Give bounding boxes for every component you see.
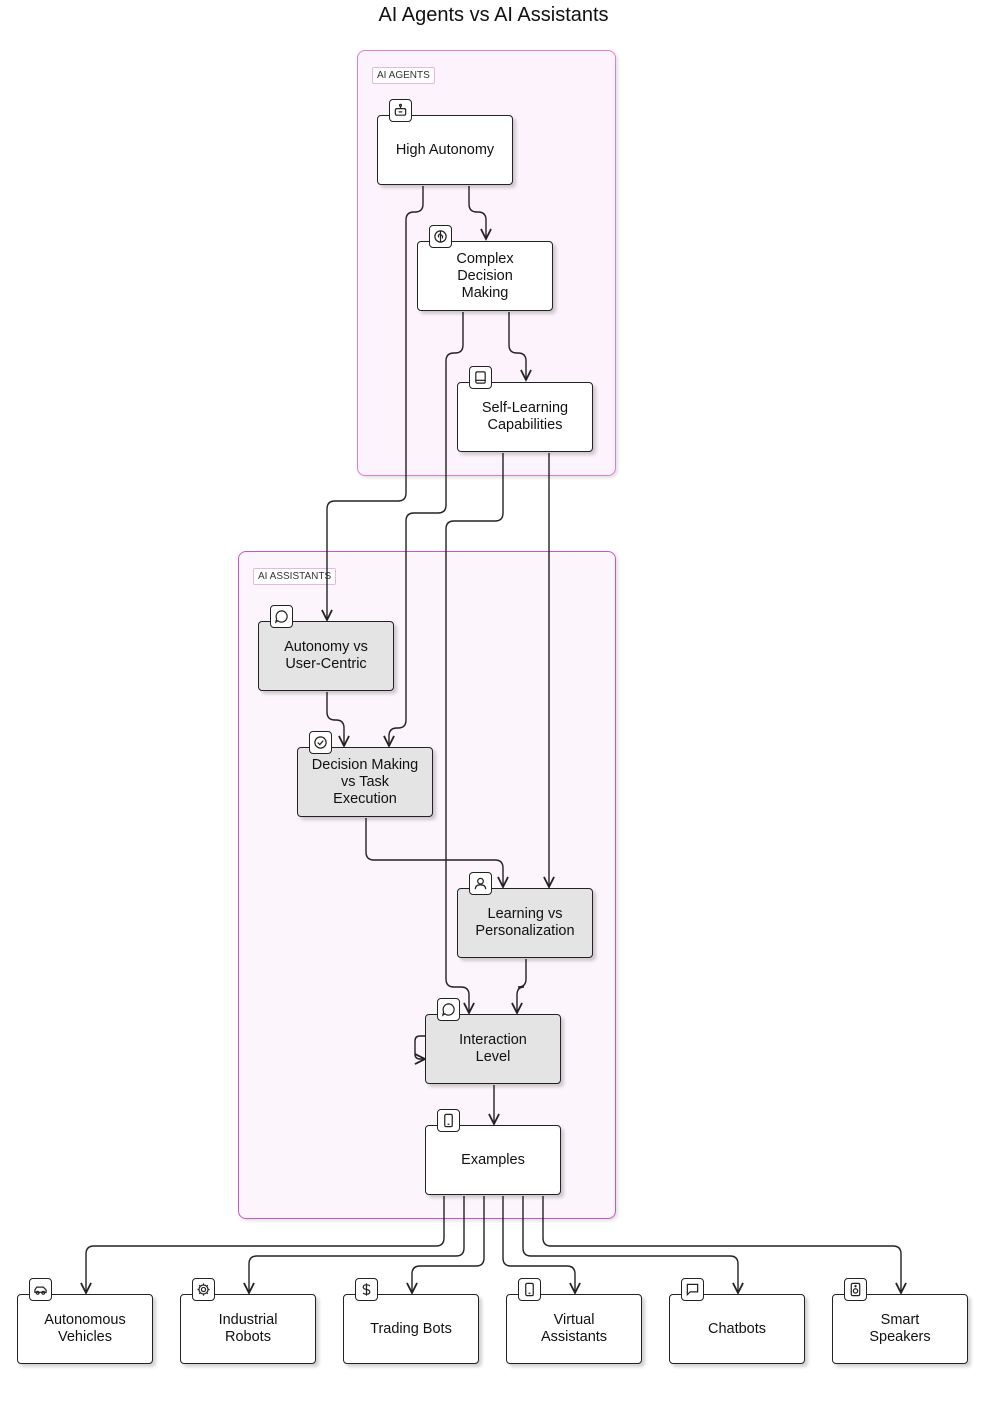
node-label: High Autonomy — [395, 141, 495, 158]
robot-icon — [389, 99, 412, 122]
node-complex-decision-making: Complex Decision Making — [417, 241, 553, 311]
edge-interaction-level-self-loop — [414, 1035, 425, 1059]
node-label: Trading Bots — [370, 1320, 452, 1337]
node-learning-vs-personalization: Learning vs Personalization — [457, 888, 593, 958]
node-autonomous-vehicles: Autonomous Vehicles — [17, 1294, 153, 1364]
chat-bubble-icon — [270, 605, 293, 628]
edge-examples-to-chatbots — [522, 1196, 738, 1293]
node-virtual-assistants: Virtual Assistants — [506, 1294, 642, 1364]
edge-examples-to-virtual-assistants — [502, 1196, 575, 1293]
edge-examples-to-smart-speakers — [542, 1196, 901, 1293]
edge-learning-vs-personal-to-interaction-level — [517, 959, 527, 1013]
edge-examples-to-trading-bots — [412, 1196, 485, 1293]
edge-decision-vs-task-to-learning-vs-personal — [365, 818, 503, 887]
phone-icon — [518, 1278, 541, 1301]
node-label: Examples — [461, 1151, 525, 1168]
edge-complex-decision-to-self-learning — [508, 312, 526, 380]
edge-autonomy-vs-user-to-decision-vs-task — [326, 692, 344, 746]
node-label: Chatbots — [707, 1320, 767, 1337]
speaker-icon — [844, 1278, 867, 1301]
node-label: Industrial Robots — [218, 1312, 278, 1345]
edge-complex-decision-to-decision-vs-task — [389, 312, 464, 746]
node-label: Autonomous Vehicles — [44, 1312, 126, 1345]
node-high-autonomy: High Autonomy — [377, 115, 513, 185]
cluster-label-ai-agents: AI AGENTS — [372, 67, 435, 84]
edge-examples-to-industrial-robots — [249, 1196, 465, 1293]
edge-high-autonomy-to-autonomy-vs-user — [327, 186, 424, 620]
cluster-label-ai-assistants: AI ASSISTANTS — [253, 568, 337, 585]
diagram-title: AI Agents vs AI Assistants — [378, 4, 609, 26]
node-decision-making-vs-task-execution: Decision Making vs Task Execution — [297, 747, 433, 817]
node-trading-bots: Trading Bots — [343, 1294, 479, 1364]
node-label: Virtual Assistants — [540, 1312, 608, 1345]
node-label: Learning vs Personalization — [475, 906, 575, 939]
node-label: Decision Making vs Task Execution — [311, 756, 419, 807]
node-self-learning-capabilities: Self-Learning Capabilities — [457, 382, 593, 452]
node-label: Complex Decision Making — [456, 250, 514, 301]
chat-square-icon — [681, 1278, 704, 1301]
node-chatbots: Chatbots — [669, 1294, 805, 1364]
node-industrial-robots: Industrial Robots — [180, 1294, 316, 1364]
edge-self-learning-to-interaction-level — [445, 453, 504, 1013]
node-label: Interaction Level — [459, 1032, 527, 1065]
edge-examples-to-autonomous-vehicles — [86, 1196, 445, 1293]
node-label: Autonomy vs User-Centric — [284, 639, 368, 672]
user-icon — [469, 872, 492, 895]
gear-icon — [192, 1278, 215, 1301]
brain-icon — [429, 225, 452, 248]
node-examples: Examples — [425, 1125, 561, 1195]
edge-high-autonomy-to-complex-decision — [468, 186, 486, 239]
node-label: Self-Learning Capabilities — [481, 400, 569, 433]
node-interaction-level: Interaction Level — [425, 1014, 561, 1084]
car-icon — [29, 1278, 52, 1301]
chat-bubble-icon — [437, 998, 460, 1021]
dollar-icon — [355, 1278, 378, 1301]
check-circle-icon — [309, 731, 332, 754]
node-label: Smart Speakers — [869, 1312, 931, 1345]
book-icon — [469, 366, 492, 389]
node-autonomy-vs-user-centric: Autonomy vs User-Centric — [258, 621, 394, 691]
tablet-icon — [437, 1109, 460, 1132]
node-smart-speakers: Smart Speakers — [832, 1294, 968, 1364]
